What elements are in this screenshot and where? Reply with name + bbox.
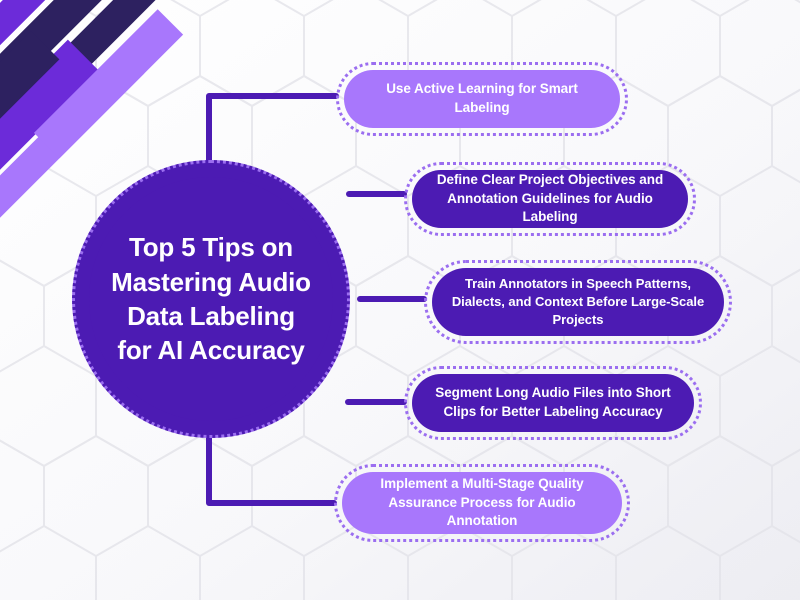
tip-card-5[interactable]: Implement a Multi-Stage Quality Assuranc… <box>334 464 630 542</box>
tip-card-1-label: Use Active Learning for Smart Labeling <box>386 81 578 115</box>
tip-card-1[interactable]: Use Active Learning for Smart Labeling <box>336 62 628 136</box>
page-title: Top 5 Tips on Mastering Audio Data Label… <box>111 232 311 366</box>
center-hub-inner: Top 5 Tips on Mastering Audio Data Label… <box>89 177 333 421</box>
tip-card-5-body: Implement a Multi-Stage Quality Assuranc… <box>342 472 622 534</box>
tip-card-3-label: Train Annotators in Speech Patterns, Dia… <box>451 276 705 327</box>
connector-tip-5 <box>206 403 337 506</box>
tip-card-4[interactable]: Segment Long Audio Files into Short Clip… <box>404 366 702 440</box>
center-hub-circle: Top 5 Tips on Mastering Audio Data Label… <box>72 160 350 438</box>
tip-card-1-body: Use Active Learning for Smart Labeling <box>344 70 620 128</box>
tip-card-2-label: Define Clear Project Objectives and Anno… <box>436 172 664 225</box>
tip-card-3-body: Train Annotators in Speech Patterns, Dia… <box>432 268 724 336</box>
tip-card-2[interactable]: Define Clear Project Objectives and Anno… <box>404 162 696 236</box>
tip-card-2-body: Define Clear Project Objectives and Anno… <box>412 170 688 228</box>
tip-card-3[interactable]: Train Annotators in Speech Patterns, Dia… <box>424 260 732 344</box>
tip-card-4-label: Segment Long Audio Files into Short Clip… <box>435 385 671 419</box>
tip-card-4-body: Segment Long Audio Files into Short Clip… <box>412 374 694 432</box>
tip-card-5-label: Implement a Multi-Stage Quality Assuranc… <box>380 476 584 529</box>
